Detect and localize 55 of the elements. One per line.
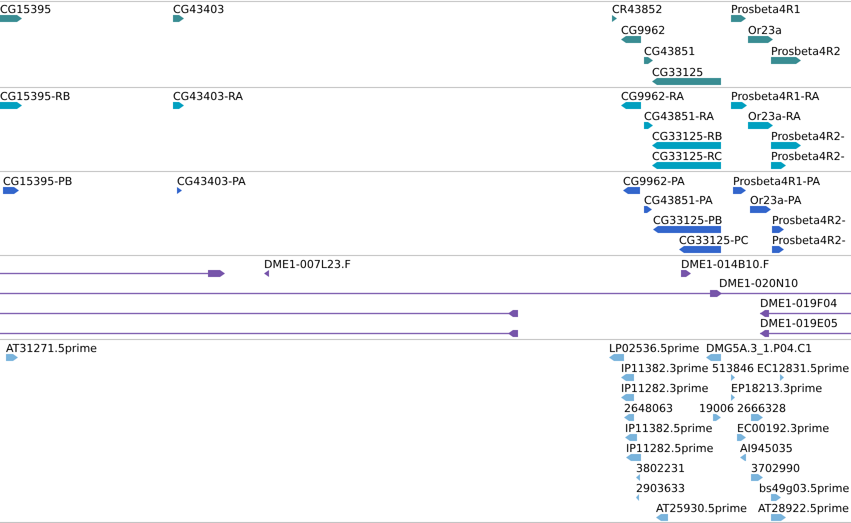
- feature-label: Prosbeta4R2-: [771, 130, 845, 144]
- feature-label: EC12831.5prime: [757, 362, 850, 376]
- feature-label: Or23a-PA: [750, 194, 802, 208]
- feature-label: EC00192.3prime: [737, 422, 830, 436]
- feature-label: DME1-014B10.F: [681, 258, 770, 272]
- feature-label: IP11282.3prime: [621, 382, 708, 396]
- feature-label: DME1-019E05: [760, 317, 838, 331]
- feature-label: CG33125-PB: [653, 214, 722, 228]
- feature-label: Prosbeta4R2-: [771, 150, 845, 164]
- feature-label: CG43851: [644, 45, 696, 59]
- feature-label: CG43851-PA: [644, 194, 713, 208]
- feature-label: CG33125-RC: [652, 150, 722, 164]
- feature-label: Prosbeta4R2-: [772, 214, 846, 228]
- feature-label: Or23a-RA: [748, 110, 801, 124]
- feature-label: 3802231: [636, 462, 685, 476]
- feature-label: CG9962: [621, 24, 666, 38]
- feature-label: Prosbeta4R2-: [772, 234, 846, 248]
- feature-label: LP02536.5prime: [609, 342, 700, 356]
- feature-label: IP11382.3prime: [621, 362, 708, 376]
- feature-label: AI945035: [740, 442, 793, 456]
- feature-label: AT28922.5prime: [758, 502, 849, 516]
- feature-label: CG43403-PA: [177, 175, 246, 189]
- feature-label: Prosbeta4R2: [771, 45, 841, 59]
- feature-label: 19006: [699, 402, 734, 416]
- feature-label: 3702990: [751, 462, 800, 476]
- feature-label: CG33125: [652, 66, 704, 80]
- feature-label: 2666328: [737, 402, 786, 416]
- feature-label: CG15395: [0, 3, 52, 17]
- feature-label: Or23a: [748, 24, 782, 38]
- feature-label: CG15395-RB: [0, 90, 70, 104]
- feature-label: DMG5A.3_1.P04.C1: [706, 342, 812, 356]
- feature-label: IP11382.5prime: [625, 422, 712, 436]
- feature-label: CG33125-RB: [652, 130, 722, 144]
- feature-label: DME1-020N10: [719, 277, 798, 291]
- feature-label: CG43851-RA: [644, 110, 714, 124]
- feature-label: CG15395-PB: [3, 175, 72, 189]
- feature-label: CG9962-PA: [623, 175, 685, 189]
- feature-label: DME1-019F04: [760, 297, 838, 311]
- feature-label: CG43403-RA: [173, 90, 243, 104]
- feature-label: AT31271.5prime: [6, 342, 97, 356]
- feature-label: 2648063: [624, 402, 673, 416]
- feature-label: AT25930.5prime: [656, 502, 747, 516]
- feature-label: Prosbeta4R1: [731, 3, 801, 17]
- feature-label: EP18213.3prime: [731, 382, 822, 396]
- feature-label: DME1-007L23.F: [264, 258, 351, 272]
- feature-label: Prosbeta4R1-RA: [731, 90, 820, 104]
- feature-label: IP11282.5prime: [626, 442, 714, 456]
- feature-label: Prosbeta4R1-PA: [733, 175, 820, 189]
- feature-label: 2903633: [636, 482, 685, 496]
- feature-label: 513846: [712, 362, 754, 376]
- feature-label: CR43852: [612, 3, 662, 17]
- feature-label: CG43403: [173, 3, 224, 17]
- feature-label: CG9962-RA: [621, 90, 684, 104]
- feature-label: bs49g03.5prime: [759, 482, 850, 496]
- feature-label: CG33125-PC: [679, 234, 748, 248]
